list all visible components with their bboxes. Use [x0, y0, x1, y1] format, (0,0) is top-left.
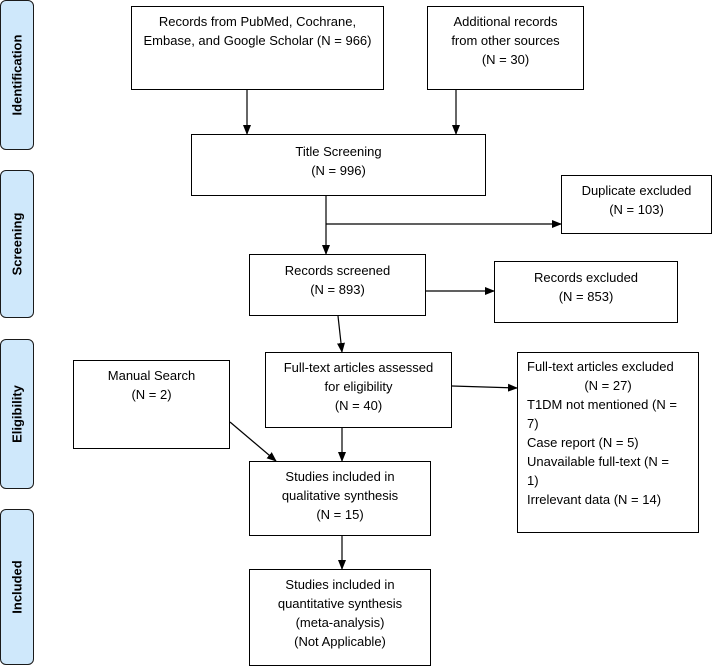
- box-line: Additional records: [453, 14, 558, 29]
- box-line: (meta-analysis): [295, 615, 385, 630]
- box-line: (N = 103): [609, 202, 664, 217]
- box-line: (N = 15): [316, 507, 364, 522]
- exclusion-reason: T1DM not mentioned (N =: [527, 397, 677, 412]
- box-line: (N = 893): [310, 282, 365, 297]
- exclusion-reason: Unavailable full-text (N =: [527, 454, 669, 469]
- box-line: Studies included in: [285, 469, 395, 484]
- records-databases-box: Records from PubMed, Cochrane, Embase, a…: [131, 6, 384, 90]
- box-line: (N = 27): [584, 378, 632, 393]
- box-line: Title Screening: [295, 144, 382, 159]
- title-screening-box: Title Screening (N = 996): [191, 134, 486, 196]
- qualitative-synthesis-box: Studies included in qualitative synthesi…: [249, 461, 431, 536]
- phase-screening: Screening: [0, 170, 34, 318]
- phase-included-label: Included: [9, 560, 25, 614]
- phase-included: Included: [0, 509, 34, 665]
- records-screened-box: Records screened (N = 893): [249, 254, 426, 316]
- box-line: Embase, and Google Scholar (N = 966): [143, 33, 372, 48]
- additional-records-box: Additional records from other sources (N…: [427, 6, 584, 90]
- box-line: (Not Applicable): [294, 634, 386, 649]
- exclusion-reason: Irrelevant data (N = 14): [527, 492, 662, 507]
- box-line: Records excluded: [533, 270, 639, 285]
- box-line: for eligibility: [324, 379, 393, 394]
- phase-eligibility: Eligibility: [0, 339, 34, 489]
- box-line: Studies included in: [285, 577, 395, 592]
- phase-eligibility-label: Eligibility: [9, 385, 25, 443]
- box-line: (N = 996): [311, 163, 366, 178]
- exclusion-reason: 1): [527, 473, 539, 488]
- exclusion-reason: Case report (N = 5): [527, 435, 639, 450]
- box-line: (N = 40): [334, 398, 383, 413]
- phase-identification: Identification: [0, 0, 34, 150]
- phase-screening-label: Screening: [9, 212, 25, 276]
- box-line: Records from PubMed, Cochrane,: [158, 14, 357, 29]
- duplicate-excluded-box: Duplicate excluded (N = 103): [561, 175, 712, 234]
- box-line: Full-text articles excluded: [527, 359, 674, 374]
- box-line: Duplicate excluded: [581, 183, 692, 198]
- arrow-screened-to-fulltext: [337, 315, 345, 353]
- fulltext-assessed-box: Full-text articles assessed for eligibil…: [265, 352, 452, 428]
- exclusion-reason: 7): [527, 416, 539, 431]
- box-line: qualitative synthesis: [281, 488, 399, 503]
- box-line: Manual Search: [107, 368, 196, 383]
- box-line: quantitative synthesis: [277, 596, 403, 611]
- box-line: (N = 853): [558, 289, 614, 304]
- box-line: (N = 30): [481, 52, 530, 67]
- fulltext-excluded-box: Full-text articles excluded (N = 27) T1D…: [517, 352, 699, 533]
- phase-identification-label: Identification: [9, 34, 25, 116]
- arrow-fulltext-to-excluded: [451, 383, 518, 392]
- records-excluded-box: Records excluded (N = 853): [494, 261, 678, 323]
- box-line: Full-text articles assessed: [283, 360, 434, 375]
- quantitative-synthesis-box: Studies included in quantitative synthes…: [249, 569, 431, 666]
- manual-search-box: Manual Search (N = 2): [73, 360, 230, 449]
- box-line: from other sources: [451, 33, 560, 48]
- box-line: Records screened: [284, 263, 391, 278]
- box-line: (N = 2): [131, 387, 172, 402]
